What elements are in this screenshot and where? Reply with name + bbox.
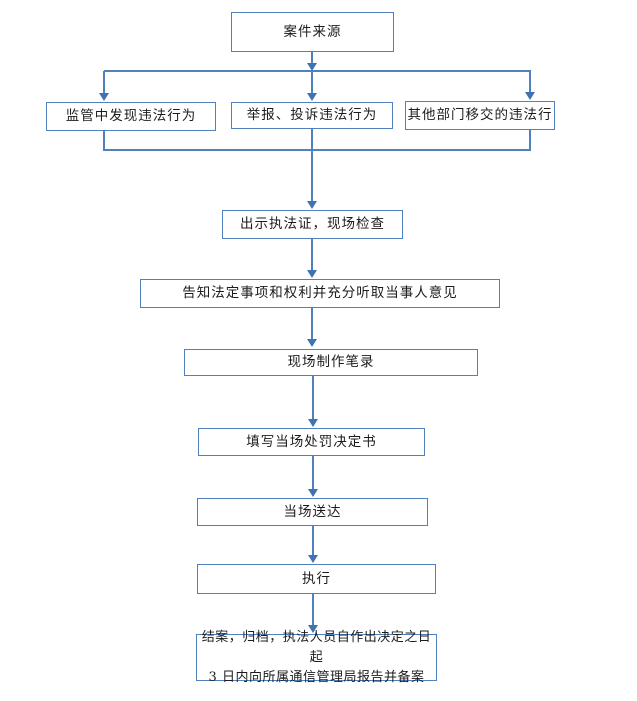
node-label-line2: 3 日内向所属通信管理局报告并备案 — [208, 669, 425, 685]
connector-case-to-branch — [311, 52, 313, 64]
connector-report-to-merge — [311, 129, 313, 151]
node-label: 填写当场处罚决定书 — [246, 433, 377, 450]
connector-merge-to-inspect — [311, 151, 313, 202]
connector-execute-to-close — [312, 594, 314, 626]
connector-transfer-to-merge — [529, 130, 531, 151]
connector-deliver-to-execute — [312, 526, 314, 556]
flowchart-node-record: 现场制作笔录 — [184, 349, 478, 376]
arrowhead-icon — [307, 339, 317, 347]
arrowhead-icon — [307, 93, 317, 101]
arrowhead-icon — [99, 93, 109, 101]
node-label: 举报、投诉违法行为 — [246, 107, 378, 124]
flowchart-node-transfer: 其他部门移交的违法行 — [405, 101, 555, 130]
arrowhead-icon — [308, 419, 318, 427]
flowchart-node-case-source: 案件来源 — [231, 12, 394, 52]
flowchart-node-close-case: 结案，归档，执法人员自作出决定之日起 3 日内向所属通信管理局报告并备案 — [196, 630, 437, 685]
node-label: 执行 — [302, 570, 331, 587]
node-label: 其他部门移交的违法行 — [407, 107, 553, 124]
flowchart-node-inform: 告知法定事项和权利并充分听取当事人意见 — [140, 279, 500, 308]
flowchart-node-execute: 执行 — [197, 564, 436, 594]
connector-branch-to-report — [311, 71, 313, 94]
connector-inspect-to-inform — [311, 239, 313, 271]
connector-inform-to-record — [311, 308, 313, 340]
arrowhead-icon — [307, 63, 317, 71]
arrowhead-icon — [308, 489, 318, 497]
connector-merge-line — [104, 149, 531, 151]
flowchart-node-fill-decision: 填写当场处罚决定书 — [198, 428, 425, 456]
connector-supervision-to-merge — [103, 131, 105, 151]
arrowhead-icon — [308, 625, 318, 633]
connector-branch-line — [104, 70, 531, 72]
arrowhead-icon — [308, 555, 318, 563]
connector-fill-to-deliver — [312, 456, 314, 490]
flowchart-node-inspect: 出示执法证，现场检查 — [222, 210, 403, 239]
node-label: 告知法定事项和权利并充分听取当事人意见 — [182, 285, 458, 302]
node-label-line1: 结案，归档，执法人员自作出决定之日起 — [201, 629, 432, 665]
flowchart-node-report: 举报、投诉违法行为 — [231, 102, 393, 129]
connector-record-to-fill — [312, 376, 314, 420]
node-label: 出示执法证，现场检查 — [240, 216, 385, 233]
arrowhead-icon — [307, 270, 317, 278]
connector-branch-to-supervision — [103, 71, 105, 94]
node-label: 案件来源 — [283, 23, 342, 40]
node-label: 现场制作笔录 — [287, 354, 375, 371]
arrowhead-icon — [525, 92, 535, 100]
node-label: 当场送达 — [283, 503, 342, 520]
node-label: 监管中发现违法行为 — [65, 108, 197, 125]
flowchart-node-deliver: 当场送达 — [197, 498, 428, 526]
connector-branch-to-transfer — [529, 71, 531, 93]
flowchart-node-supervision: 监管中发现违法行为 — [46, 102, 216, 131]
arrowhead-icon — [307, 201, 317, 209]
